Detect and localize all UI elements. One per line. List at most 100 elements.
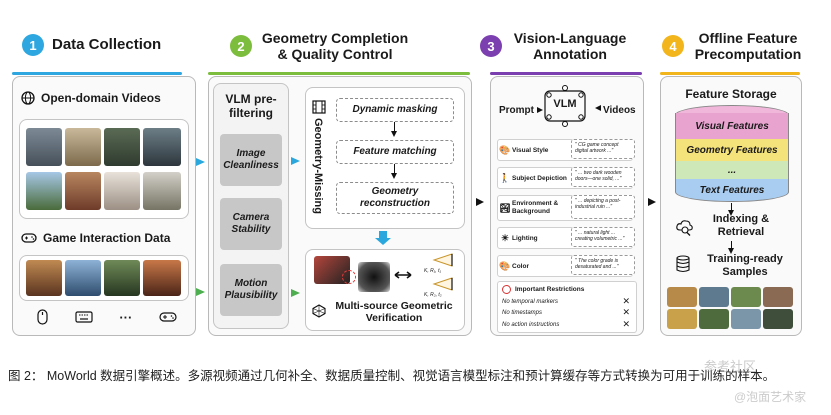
stage-3-header: 3 Vision-Language Annotation: [480, 30, 630, 62]
stage-2-header: 2 Geometry Completion & Quality Control: [230, 30, 410, 62]
camera-frustum-icon: [432, 253, 453, 267]
stage-4-number: 4: [662, 35, 684, 57]
geometry-missing-box: Geometry-Missing Dynamic masking Feature…: [305, 87, 465, 229]
annotation-quote: " ... two dark wooden doors—one solid, .…: [571, 167, 635, 187]
open-domain-gallery: [19, 119, 189, 219]
step-arrow: [728, 248, 734, 254]
filter-image-cleanliness: Image Cleanliness: [220, 134, 282, 186]
game-thumbnail: [104, 260, 140, 296]
stage-3-number: 3: [480, 35, 502, 57]
more-dots: ···: [119, 309, 133, 325]
vlm-label: VLM: [553, 98, 577, 110]
annotation-label: Lighting: [512, 234, 538, 242]
video-thumbnail: [104, 128, 140, 166]
restriction-text: No timestamps: [502, 309, 543, 316]
step-dynamic-masking: Dynamic masking: [336, 98, 454, 122]
watermark: @泡面艺术家: [734, 390, 807, 404]
annotation-panel: Prompt VLM Videos 🎨 Visual Style " CG ga…: [490, 76, 644, 336]
open-domain-header: Open-domain Videos: [21, 91, 161, 105]
sun-icon: ☀: [500, 232, 510, 243]
filter-motion-plausibility: Motion Plausibility: [220, 264, 282, 316]
sample-thumbnail: [667, 309, 697, 329]
game-gallery: [19, 255, 189, 301]
close-icon: ✕: [622, 319, 630, 329]
palette-icon: 🎨: [499, 260, 511, 271]
geometry-missing-label: Geometry-Missing: [312, 118, 324, 214]
feature-storage-cylinder: Visual Features Geometry Features ... Te…: [675, 105, 789, 202]
stage-4-underline: [660, 72, 800, 75]
pose-label-1: K, R₁, t₁: [424, 268, 442, 274]
annotation-label: Subject Depiction: [512, 174, 567, 182]
verification-label: Multi-source Geometric Verification: [335, 300, 453, 324]
figure-caption: 图 2： MoWorld 数据引擎概述。多源视频通过几何补全、数据质量控制、视觉…: [8, 369, 776, 383]
sample-thumbnail: [763, 287, 793, 307]
annotation-quote: " ... depicting a post-industrial ruin .…: [571, 195, 635, 219]
video-thumbnail: [143, 172, 181, 210]
restriction-item: No temporal markers ✕: [502, 296, 630, 307]
palette-icon: 🎨: [499, 144, 511, 155]
video-thumbnail: [65, 172, 101, 210]
training-label: Training-ready Samples: [707, 253, 783, 278]
sample-thumbnail: [731, 287, 761, 307]
annotation-quote: " CG game concept digital artwork ...": [571, 139, 635, 159]
open-domain-label: Open-domain Videos: [41, 91, 161, 105]
stage-3-title: Vision-Language Annotation: [513, 30, 627, 62]
filter-camera-stability: Camera Stability: [220, 198, 282, 250]
step-feature-matching: Feature matching: [336, 140, 454, 164]
database-icon: [676, 255, 690, 273]
video-thumbnail: [26, 172, 62, 210]
restriction-text: No action instructions: [502, 321, 560, 328]
visual-features-layer: Visual Features: [675, 113, 789, 139]
game-label: Game Interaction Data: [43, 231, 171, 245]
prompt-arrow: [537, 107, 543, 113]
vlm-prefilter-box: VLM pre-filtering Image Cleanliness Came…: [213, 83, 289, 329]
video-thumbnail: [26, 128, 62, 166]
sample-thumbnail: [699, 287, 729, 307]
indexing-label: Indexing & Retrieval: [712, 213, 770, 238]
quality-control-panel: VLM pre-filtering Image Cleanliness Came…: [208, 76, 472, 336]
step-arrow: [391, 131, 397, 137]
flow-arrow-open-domain: [196, 158, 205, 166]
data-collection-panel: Open-domain Videos Game Interaction Data: [12, 76, 196, 336]
annotation-label: Color: [512, 262, 529, 270]
annotation-label: Visual Style: [512, 146, 549, 154]
step-geometry-reconstruction: Geometry reconstruction: [336, 182, 454, 214]
restrictions-header: Important Restrictions: [502, 285, 584, 294]
game-thumbnail: [65, 260, 101, 296]
videos-label: Videos: [603, 105, 636, 116]
more-features-layer: ...: [675, 161, 789, 179]
sample-thumbnail: [667, 287, 697, 307]
restriction-item: No action instructions ✕: [502, 319, 630, 330]
restrictions-box: Important Restrictions No temporal marke…: [497, 281, 637, 333]
flow-arrow-down: [375, 238, 391, 245]
geometry-features-layer: Geometry Features: [675, 139, 789, 161]
stage-4-header: 4 Offline Feature Precomputation: [662, 30, 804, 62]
camera-frustum-icon: [432, 277, 453, 291]
flow-arrow-game: [196, 288, 205, 296]
videos-arrow: [595, 105, 601, 111]
stage-4-title: Offline Feature Precomputation: [694, 30, 802, 62]
keyboard-icon: [75, 311, 93, 323]
gamepad-icon: [159, 312, 177, 322]
landscape-icon: 🏞: [499, 202, 511, 213]
annotation-quote: " ... natural light ... creating volumet…: [571, 227, 635, 247]
input-devices: ···: [37, 309, 177, 325]
flow-arrow-to-missing: [291, 157, 300, 165]
restriction-text: No temporal markers: [502, 298, 559, 305]
video-thumbnail: [143, 128, 181, 166]
game-thumbnail: [26, 260, 62, 296]
stage-2-underline: [208, 72, 470, 75]
verification-box: K, R₁, t₁ K, R₂, t₂ Multi-source Geometr…: [305, 249, 465, 331]
mouse-icon: [37, 309, 48, 325]
polyhedron-icon: [312, 304, 326, 318]
flow-arrow-to-verification: [291, 289, 300, 297]
step-arrow: [391, 173, 397, 179]
flow-arrow-to-features: [648, 198, 656, 206]
video-thumbnail: [65, 128, 101, 166]
prompt-label: Prompt: [499, 105, 534, 116]
stage-1-header: 1 Data Collection: [22, 34, 161, 56]
film-icon: [312, 100, 326, 114]
close-icon: ✕: [622, 307, 630, 317]
vlm-prefilter-title: VLM pre-filtering: [225, 92, 277, 120]
feature-storage-title: Feature Storage: [685, 87, 777, 101]
